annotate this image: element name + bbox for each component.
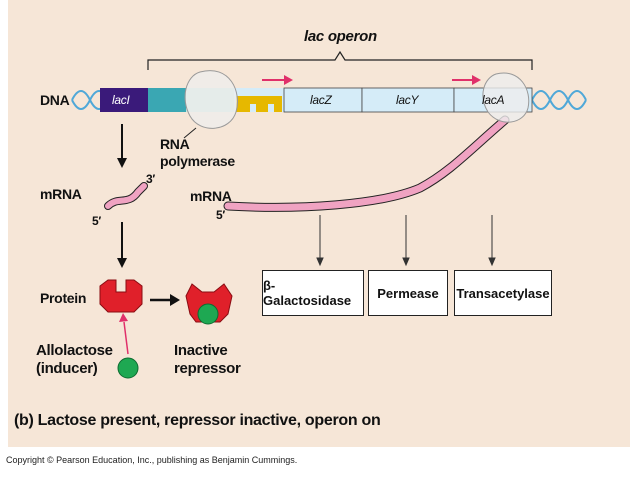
lacI-gene — [100, 88, 148, 112]
lacA-label: lacA — [482, 93, 505, 107]
arrow-to-transacetylase — [488, 215, 496, 267]
enzyme-box-galactosidase: β-Galactosidase — [262, 270, 364, 316]
transcription-arrow-1 — [262, 75, 293, 85]
mrna-left-label: mRNA — [40, 186, 82, 202]
lacI-label: lacI — [112, 93, 130, 107]
operon-bracket — [147, 50, 533, 70]
rna-polymerase-1 — [184, 70, 238, 129]
allolactose-molecule — [117, 357, 139, 379]
inactive-repressor — [185, 283, 233, 323]
copyright-footer: Copyright © Pearson Education, Inc., pub… — [6, 455, 298, 465]
rna-polymerase-2 — [482, 72, 530, 123]
lacY-label: lacY — [396, 93, 419, 107]
protein-label: Protein — [40, 290, 87, 306]
arrow-to-permease — [402, 215, 410, 267]
dna-helix-right — [531, 90, 587, 110]
dna-label: DNA — [40, 92, 70, 108]
operator-yellow — [236, 96, 282, 112]
arrow-to-galactosidase — [316, 215, 324, 267]
caption: (b) Lactose present, repressor inactive,… — [14, 412, 381, 429]
diagram-panel — [8, 0, 630, 447]
spacer-segment — [148, 88, 186, 112]
enzyme-box-transacetylase: Transacetylase — [454, 270, 552, 316]
mrna-left-5prime: 5′ — [92, 214, 101, 228]
mrna-strand-right — [223, 115, 510, 212]
enzyme-box-permease: Permease — [368, 270, 448, 316]
arrow-protein-to-inactive — [150, 294, 180, 306]
mrna-right-label: mRNA — [190, 188, 232, 204]
mrna-left-3prime: 3′ — [146, 172, 155, 186]
rna-polymerase-label: RNA polymerase — [160, 136, 235, 169]
lacZ-label: lacZ — [310, 93, 332, 107]
mrna-right-5prime: 5′ — [216, 208, 225, 222]
bound-inducer — [197, 303, 219, 325]
operon-label: lac operon — [304, 28, 377, 45]
rna-polymerase-pointer — [183, 127, 197, 139]
repressor-protein — [99, 279, 143, 313]
transcription-arrow-2 — [452, 75, 481, 85]
arrow-dna-to-mrna — [117, 124, 127, 168]
inactive-repressor-label: Inactive repressor — [174, 342, 241, 377]
arrow-inducer-to-protein — [119, 313, 129, 355]
allolactose-label: Allolactose (inducer) — [36, 342, 113, 377]
arrow-mrna-to-protein — [117, 222, 127, 268]
